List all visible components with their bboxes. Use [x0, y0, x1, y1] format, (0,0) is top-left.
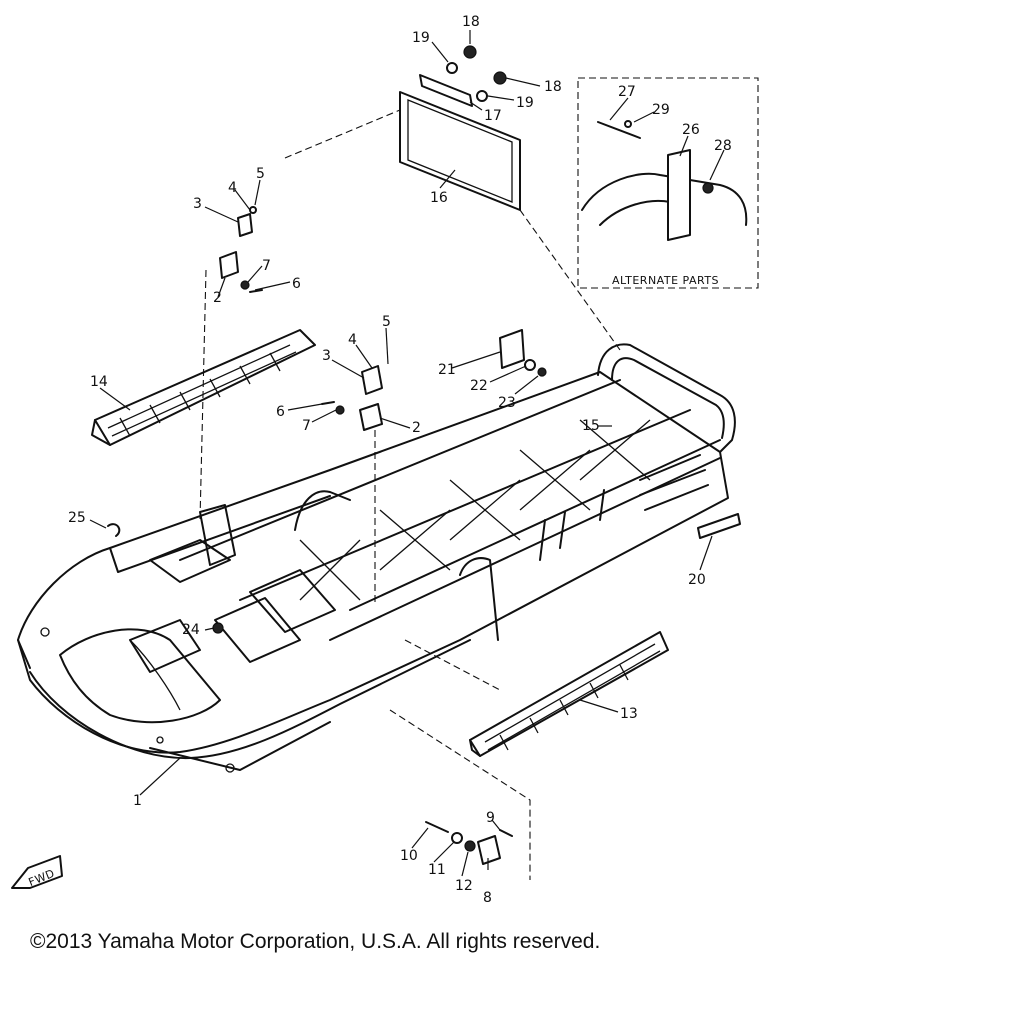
callout-18-top: 18	[462, 14, 480, 30]
callout-5: 5	[256, 166, 265, 182]
callout-14: 14	[90, 374, 108, 390]
running-board-14	[91, 329, 316, 446]
callout-4-lower: 4	[348, 332, 357, 348]
inset-caption: ALTERNATE PARTS	[612, 274, 719, 287]
main-frame	[17, 343, 736, 773]
callout-15: 15	[582, 418, 600, 434]
callout-13: 13	[620, 706, 638, 722]
callout-1: 1	[133, 793, 142, 809]
callout-6-lower: 6	[276, 404, 285, 420]
callout-19-top: 19	[412, 30, 430, 46]
callout-4: 4	[228, 180, 237, 196]
callout-25: 25	[68, 510, 86, 526]
callout-21: 21	[438, 362, 456, 378]
callout-26: 26	[682, 122, 700, 138]
callout-16: 16	[430, 190, 448, 206]
callout-29: 29	[652, 102, 670, 118]
callout-18-right: 18	[544, 79, 562, 95]
callout-7: 7	[262, 258, 271, 274]
callout-6: 6	[292, 276, 301, 292]
callout-22: 22	[470, 378, 488, 394]
callout-2-lower: 2	[412, 420, 421, 436]
hardware-parts	[11, 45, 741, 889]
callout-12: 12	[455, 878, 473, 894]
leader-lines	[89, 30, 725, 877]
callout-5-lower: 5	[382, 314, 391, 330]
callout-3: 3	[193, 196, 202, 212]
callout-17: 17	[484, 108, 502, 124]
callout-2: 2	[213, 290, 222, 306]
callout-8: 8	[483, 890, 492, 906]
callout-10: 10	[400, 848, 418, 864]
callout-labels: 1 2 3 4 5 6 7 2 3 4 5 6 7 8 9 10 11 12 1…	[27, 14, 732, 906]
callout-28: 28	[714, 138, 732, 154]
callout-3-lower: 3	[322, 348, 331, 364]
callout-7-lower: 7	[302, 418, 311, 434]
callout-24: 24	[182, 622, 200, 638]
alternate-parts-inset	[577, 77, 759, 289]
callout-11: 11	[428, 862, 446, 878]
license-plate-16	[399, 74, 521, 211]
copyright-notice: ©2013 Yamaha Motor Corporation, U.S.A. A…	[30, 930, 601, 953]
callout-27: 27	[618, 84, 636, 100]
callout-20: 20	[688, 572, 706, 588]
assembly-guide-lines	[199, 109, 621, 880]
running-board-13	[469, 631, 669, 757]
callout-19-right: 19	[516, 95, 534, 111]
callout-23: 23	[498, 395, 516, 411]
callout-9: 9	[486, 810, 495, 826]
